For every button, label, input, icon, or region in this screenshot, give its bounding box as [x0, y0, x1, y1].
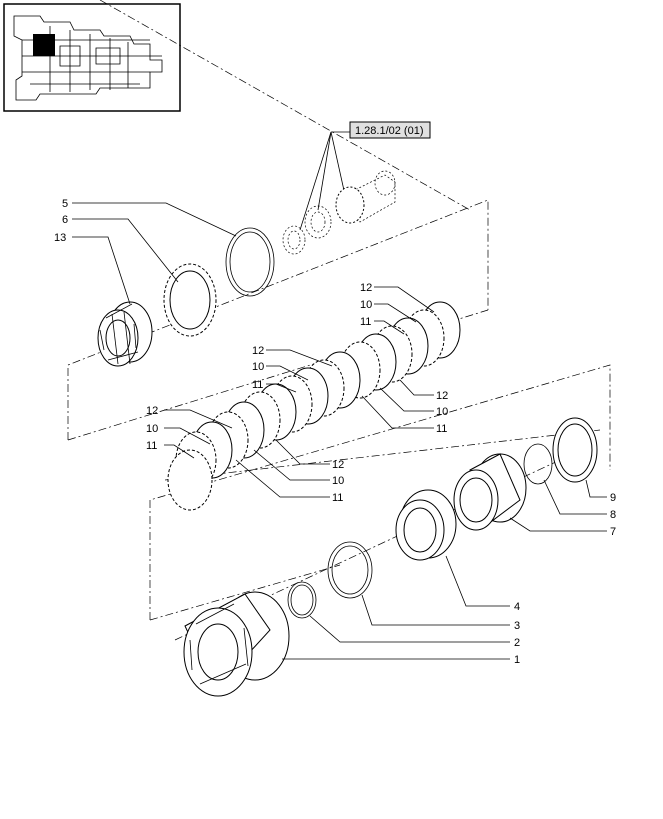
part-13-clutch-hub[interactable] [97, 301, 153, 367]
locator-highlight [33, 34, 55, 56]
callout-labels: 5 6 13 12 10 11 12 10 11 12 10 11 12 10 … [54, 198, 616, 666]
leader-lines [72, 202, 607, 660]
callout-4: 4 [514, 601, 520, 613]
reference-label-text: 1.28.1/02 (01) [355, 125, 424, 137]
callout-11: 11 [252, 379, 263, 391]
part-3-seal[interactable] [327, 541, 373, 599]
part-7-drum[interactable] [453, 453, 527, 531]
callout-12: 12 [360, 282, 372, 294]
callout-12: 12 [332, 459, 344, 471]
reference-label[interactable]: 1.28.1/02 (01) [349, 121, 431, 139]
callout-12: 12 [436, 390, 448, 402]
callout-12: 12 [252, 345, 264, 357]
part-9-plate[interactable] [552, 417, 598, 483]
callout-10: 10 [360, 299, 372, 311]
callout-7: 7 [610, 526, 616, 538]
callout-10: 10 [332, 475, 344, 487]
callout-2: 2 [514, 637, 520, 649]
callout-5: 5 [62, 198, 68, 210]
callout-6: 6 [62, 214, 68, 226]
callout-10: 10 [436, 406, 448, 418]
callout-11: 11 [360, 316, 371, 328]
callout-11: 11 [146, 440, 157, 452]
callout-13: 13 [54, 232, 66, 244]
callout-12: 12 [146, 405, 158, 417]
callout-10: 10 [146, 423, 158, 435]
part-5-snap-ring[interactable] [225, 227, 275, 297]
callout-11: 11 [436, 423, 447, 435]
reference-leaders [299, 131, 350, 231]
callout-3: 3 [514, 620, 520, 632]
part-8-snap-ring[interactable] [523, 443, 553, 485]
callout-8: 8 [610, 509, 616, 521]
callout-1: 1 [514, 654, 520, 666]
part-2-seal[interactable] [287, 581, 317, 619]
part-4-piston[interactable] [395, 489, 457, 561]
reference-parts [282, 170, 396, 255]
callout-9: 9 [610, 492, 616, 504]
callout-10: 10 [252, 361, 264, 373]
part-1-housing[interactable] [183, 591, 290, 697]
locator-thumbnail[interactable] [3, 3, 181, 112]
disc-pack-middle[interactable] [239, 351, 361, 449]
part-6-gear[interactable] [163, 263, 217, 337]
disc-pack-lower[interactable] [167, 401, 265, 511]
callout-11: 11 [332, 492, 343, 504]
